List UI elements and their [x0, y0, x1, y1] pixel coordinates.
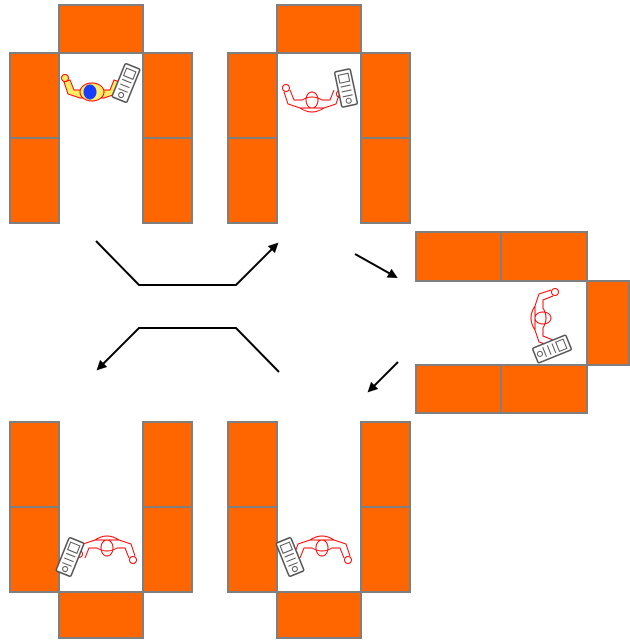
block	[143, 53, 192, 138]
arrow-top-right-to-middle-right	[355, 254, 396, 277]
block	[361, 138, 410, 223]
block	[10, 507, 59, 592]
block	[501, 365, 587, 413]
block	[10, 138, 59, 223]
block	[228, 507, 277, 592]
block	[143, 507, 192, 592]
block	[228, 138, 277, 223]
arrow-middle-right-to-bottom-right	[369, 362, 398, 391]
arrow-top-left-to-top-right	[96, 241, 277, 285]
block	[361, 507, 410, 592]
block	[277, 592, 361, 638]
person-outline	[76, 536, 137, 564]
panel-top-left	[10, 5, 192, 223]
arrow-bottom-right-to-bottom-left	[98, 328, 279, 372]
panel-middle-right	[416, 232, 629, 413]
block	[361, 422, 410, 507]
person-outline	[283, 85, 344, 113]
block	[228, 53, 277, 138]
block	[10, 53, 59, 138]
block	[416, 232, 501, 281]
panel-bottom-left	[10, 422, 192, 638]
block	[361, 53, 410, 138]
block	[10, 422, 59, 507]
block	[587, 281, 629, 365]
block	[228, 422, 277, 507]
block	[277, 5, 361, 53]
arrows	[96, 241, 398, 391]
block	[501, 232, 587, 281]
block	[416, 365, 501, 413]
panel-top-right	[228, 5, 410, 223]
block	[59, 5, 143, 53]
handheld-device-icon	[334, 69, 357, 108]
block	[59, 592, 143, 638]
block	[143, 422, 192, 507]
block	[143, 138, 192, 223]
panel-bottom-right	[228, 422, 410, 638]
